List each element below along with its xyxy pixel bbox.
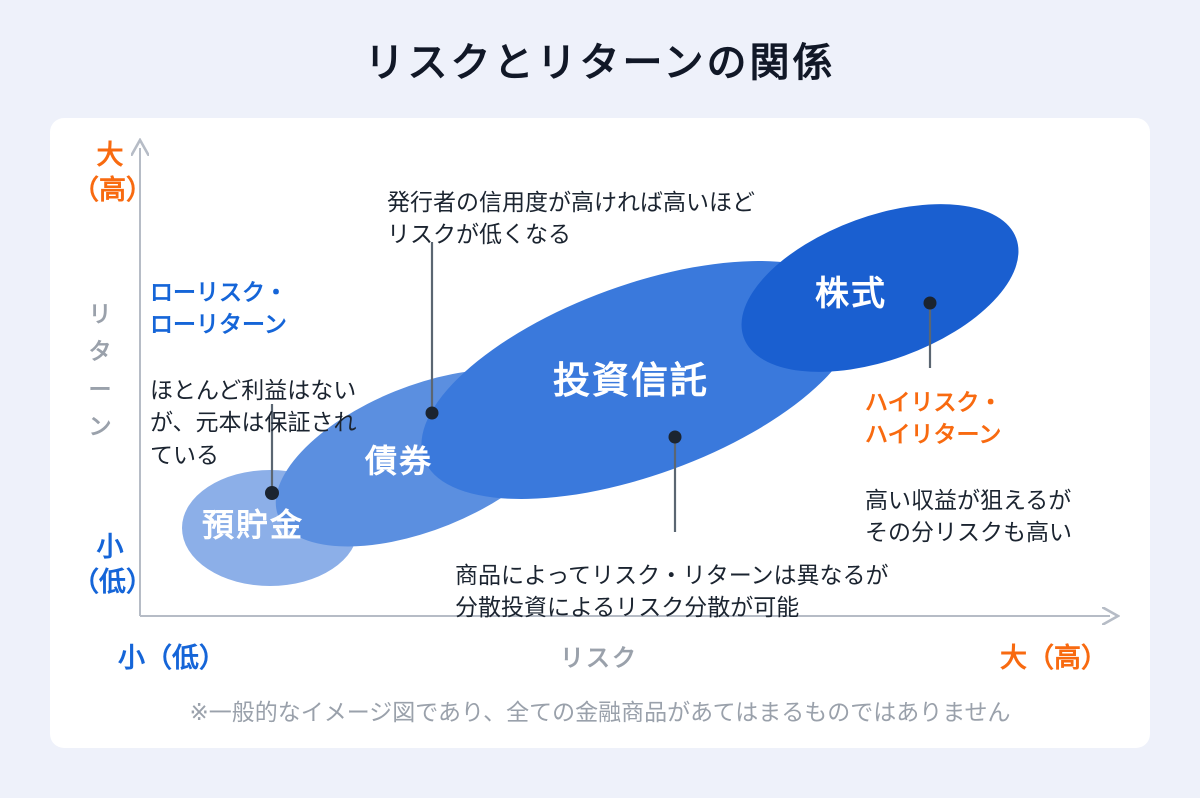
footnote: ※一般的なイメージ図であり、全ての金融商品があてはまるものではありません xyxy=(189,699,1011,725)
chart-card: 大 （高） リターン 小 （低） 小（低） リスク 大（高） 預貯金 債券 投資… xyxy=(50,118,1150,748)
leader-dot-fund xyxy=(668,430,682,444)
annotation-low-risk-heading: ローリスク・ ローリターン xyxy=(150,278,288,338)
annotation-fund-body: 商品によってリスク・リターンは異なるが 分散投資によるリスク分散が可能 xyxy=(455,561,889,621)
annotation-fund: 商品によってリスク・リターンは異なるが 分散投資によるリスク分散が可能 xyxy=(455,526,1035,624)
leader-lines xyxy=(265,242,937,532)
y-axis-name: リターン xyxy=(88,301,112,439)
bubble-group xyxy=(182,171,1041,586)
leader-dot-stock xyxy=(923,296,937,310)
bubble-label-stock: 株式 xyxy=(815,275,887,313)
annotation-high-risk: ハイリスク・ ハイリターン 高い収益が狙えるが その分リスクも高い xyxy=(865,353,1155,549)
chart-svg xyxy=(50,118,1150,748)
y-axis-low-label: 小 （低） xyxy=(72,532,153,597)
bubble-label-fund: 投資信託 xyxy=(553,360,709,401)
bubble-label-bond: 債券 xyxy=(365,443,434,479)
chart-area: 大 （高） リターン 小 （低） 小（低） リスク 大（高） 預貯金 債券 投資… xyxy=(50,118,1150,748)
annotation-low-risk: ローリスク・ ローリターン ほとんど利益はない が、元本は保証され ている xyxy=(150,243,430,472)
annotation-bond: 発行者の信用度が高ければ高いほど リスクが低くなる xyxy=(387,153,887,251)
x-axis-low-label: 小（低） xyxy=(118,643,226,673)
leader-dot-bond xyxy=(425,406,439,420)
y-axis-high-label: 大 （高） xyxy=(72,140,153,205)
page-title: リスクとリターンの関係 xyxy=(364,41,836,85)
x-axis-high-label: 大（高） xyxy=(1000,643,1108,673)
bubble-stock[interactable] xyxy=(719,171,1041,406)
x-axis-name: リスク xyxy=(560,645,638,672)
annotation-bond-body: 発行者の信用度が高ければ高いほど リスクが低くなる xyxy=(387,188,755,248)
annotation-low-risk-body: ほとんど利益はない が、元本は保証され ている xyxy=(150,376,357,468)
annotation-high-risk-heading: ハイリスク・ ハイリターン xyxy=(865,388,1003,448)
leader-dot-deposit xyxy=(265,486,279,500)
annotation-high-risk-body: 高い収益が狙えるが その分リスクも高い xyxy=(865,486,1072,546)
bubble-label-deposit: 預貯金 xyxy=(202,507,305,543)
